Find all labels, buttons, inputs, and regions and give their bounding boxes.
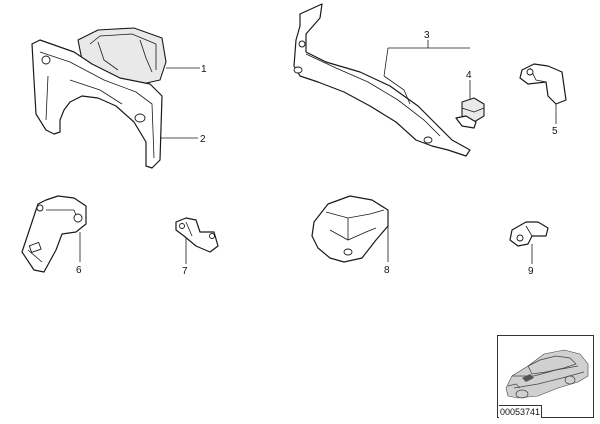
callout-1: 1 — [201, 64, 207, 75]
leader-lines — [79, 40, 557, 264]
leader-line — [383, 47, 389, 77]
channel-bracket-part — [311, 195, 389, 263]
angle-bracket-part — [519, 63, 567, 105]
callout-2: 2 — [200, 134, 206, 145]
callout-5: 5 — [552, 126, 558, 137]
reference-number: 00053741 — [499, 405, 543, 418]
callout-8: 8 — [384, 265, 390, 276]
hook-bracket-part — [509, 221, 549, 247]
bent-bracket-part — [175, 217, 219, 253]
flange-bracket-part — [21, 195, 87, 273]
car-thumbnail — [497, 335, 594, 418]
callout-9: 9 — [528, 266, 534, 277]
callouts: 1 2 3 4 5 6 7 8 9 — [76, 30, 558, 277]
callout-4: 4 — [466, 70, 472, 81]
callout-3: 3 — [424, 30, 430, 41]
strap-bracket-part — [293, 3, 471, 157]
car-silhouette-icon — [505, 349, 589, 399]
clip-part — [455, 97, 485, 129]
callout-7: 7 — [182, 266, 188, 277]
bracket-assembly-part — [31, 27, 167, 169]
callout-6: 6 — [76, 265, 82, 276]
